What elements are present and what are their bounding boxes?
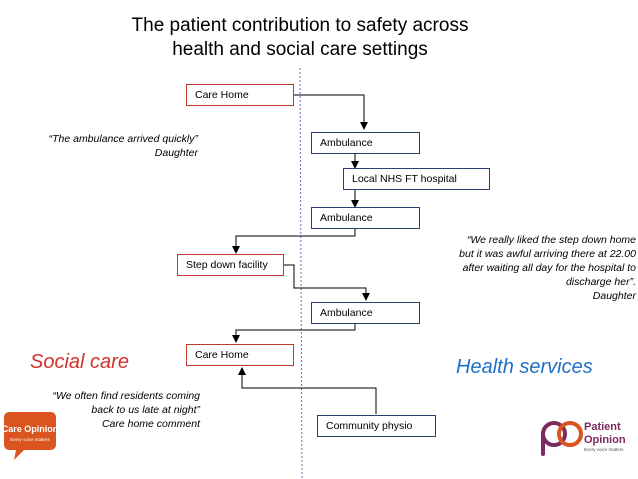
quote-attribution: Care home comment [101, 418, 200, 430]
care-opinion-logo: Care Opinion Every voice matters [2, 410, 58, 462]
quote-line-2: back to us late at night” [91, 404, 200, 416]
arrow-physio-to-carehome [238, 367, 377, 414]
arrow-ambulance-to-carehome [232, 324, 356, 343]
patient-opinion-mark-icon [541, 421, 583, 456]
arrow-ambulance-to-stepdown [232, 228, 356, 254]
quote-line-1: “We really liked the step down home [466, 234, 636, 246]
ambulance-box-3: Ambulance [311, 302, 420, 324]
community-physio-box: Community physio [317, 415, 436, 437]
title-line-2: health and social care settings [172, 39, 428, 60]
quote-attribution: Daughter [154, 147, 198, 159]
quote-line-1: “We often find residents coming [52, 390, 200, 402]
care-home-box-1: Care Home [186, 84, 294, 106]
quote-line-4: discharge her”. [565, 276, 636, 288]
logo-tagline: Every voice matters [10, 437, 50, 442]
logo-name: Care Opinion [2, 424, 58, 434]
quote-line-3: after waiting all day for the hospital t… [462, 262, 636, 274]
arrow-carehome-to-ambulance [294, 94, 368, 130]
care-home-box-2: Care Home [186, 344, 294, 366]
social-care-label: Social care [30, 351, 129, 373]
step-down-quote: “We really liked the step down home but … [412, 233, 636, 303]
quote-line-2: but it was awful arriving there at 22.00 [459, 248, 636, 260]
speech-bubble-icon: Care Opinion Every voice matters [2, 412, 58, 460]
logo-word-1: Patient [584, 421, 621, 433]
patient-opinion-logo: Patient Opinion Every voice matters [532, 414, 630, 464]
quote-attribution: Daughter [592, 290, 636, 302]
ambulance-box-2: Ambulance [311, 207, 420, 229]
divider-line [299, 67, 303, 479]
ambulance-quote: “The ambulance arrived quickly” Daughter [20, 132, 198, 160]
hospital-box: Local NHS FT hospital [343, 168, 490, 190]
logo-word-2: Opinion [584, 434, 626, 446]
quote-text: “The ambulance arrived quickly” [48, 133, 198, 145]
title-line-1: The patient contribution to safety acros… [131, 15, 469, 36]
residents-quote: “We often find residents coming back to … [20, 389, 200, 431]
step-down-facility-box: Step down facility [177, 254, 284, 276]
ambulance-box-1: Ambulance [311, 132, 420, 154]
logo-tagline: Every voice matters [584, 447, 624, 452]
arrow-stepdown-to-ambulance [284, 264, 370, 301]
health-services-label: Health services [456, 356, 593, 378]
diagram-title: The patient contribution to safety acros… [60, 14, 540, 62]
